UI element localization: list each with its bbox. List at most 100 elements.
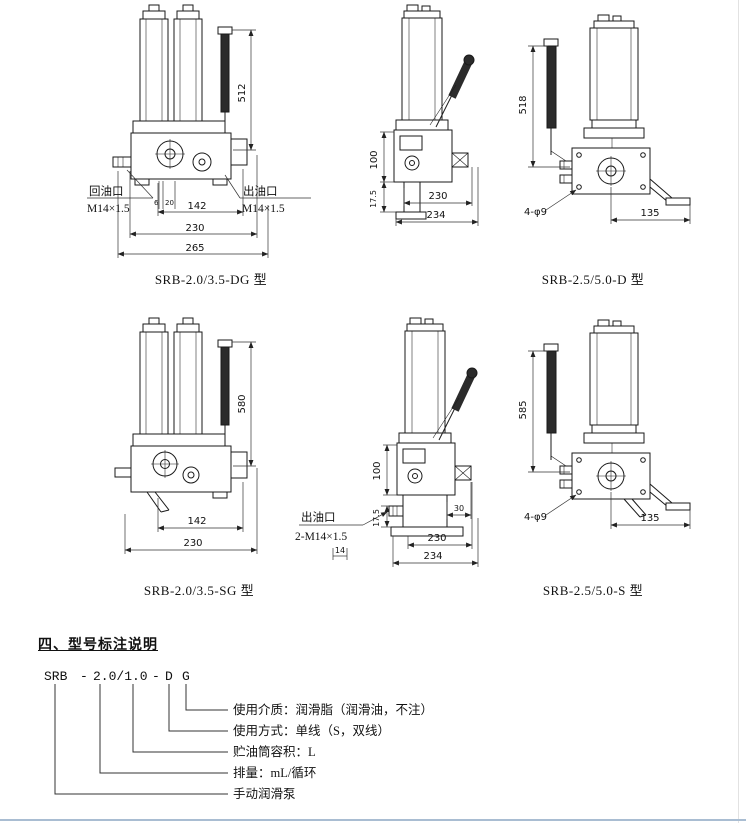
pump-outline-drawings: 512 6 20 142 230 bbox=[87, 4, 691, 598]
drawing-dg-front-view: 512 6 20 142 230 bbox=[87, 4, 311, 258]
dim-height-17-5: 17.5 bbox=[369, 181, 396, 213]
dim-width-234: 234 bbox=[395, 167, 479, 226]
return-port-callout: 回油口 M14×1.5 bbox=[87, 169, 154, 215]
note-pump-name: 手动润滑泵 bbox=[233, 787, 296, 801]
dim-height-17-5: 17.5 bbox=[372, 505, 391, 528]
code-medium: G bbox=[182, 669, 190, 684]
dim-265-label: 265 bbox=[185, 243, 204, 254]
dim-width-230: 230 bbox=[129, 155, 258, 238]
dim-230-label: 230 bbox=[185, 223, 204, 234]
pump-handle bbox=[429, 54, 475, 128]
dim-230-label: 230 bbox=[428, 191, 447, 202]
pump-body bbox=[559, 452, 651, 500]
dim-width-234: 234 bbox=[392, 518, 479, 567]
pump-body bbox=[388, 442, 472, 537]
dim-135-label: 135 bbox=[640, 208, 659, 219]
dim-small-6-20: 6 20 bbox=[154, 181, 176, 209]
reservoir-cylinder bbox=[589, 319, 639, 434]
pump-handle bbox=[543, 343, 567, 467]
outlet-port-callout: 出油口 2-M14×1.5 bbox=[295, 510, 388, 543]
dim-width-265: 265 bbox=[117, 171, 269, 258]
dim-6-label: 6 bbox=[154, 199, 159, 207]
mounting-plate bbox=[132, 433, 226, 447]
reservoir-cylinders bbox=[139, 4, 203, 122]
caption-dg: SRB-2.0/3.5-DG 型 bbox=[155, 272, 267, 287]
dim-230-label: 230 bbox=[183, 538, 202, 549]
caption-sg: SRB-2.0/3.5-SG 型 bbox=[144, 583, 254, 598]
discharge-spout bbox=[623, 498, 647, 518]
code-dash-1: - bbox=[80, 669, 88, 684]
pump-handle bbox=[217, 26, 233, 137]
pump-body bbox=[393, 129, 469, 220]
drawing-d-type-view: 518 4-φ9 135 bbox=[518, 14, 691, 224]
note-volume: 贮油筒容积：L bbox=[233, 744, 316, 759]
pump-handle bbox=[543, 38, 567, 162]
page-right-edge bbox=[738, 0, 739, 823]
return-port-thread-label: M14×1.5 bbox=[87, 203, 130, 215]
dim-234-label: 234 bbox=[423, 551, 442, 562]
mounting-plate bbox=[132, 120, 226, 134]
drawing-dg-side-view: 100 17.5 230 234 bbox=[369, 4, 479, 226]
dim-580-label: 580 bbox=[237, 394, 248, 413]
code-line-type: D bbox=[165, 669, 173, 684]
model-code-legend: SRB - 2.0/1.0 - D G 使用介质：润滑脂（润滑油，不注） 使用方… bbox=[44, 669, 433, 801]
mounting-plate bbox=[395, 119, 449, 131]
dim-step-30: 30 bbox=[446, 482, 472, 519]
mounting-bracket bbox=[649, 178, 691, 206]
drawing-sg-side-view: 100 17.5 30 出油口 2-M14×1.5 bbox=[295, 317, 479, 567]
dim-230-label: 230 bbox=[427, 533, 446, 544]
reservoir-cylinder bbox=[401, 4, 443, 121]
dim-100-label: 100 bbox=[372, 461, 383, 480]
holes-4phi9-label: 4-φ9 bbox=[524, 512, 547, 523]
dim-234-label: 234 bbox=[426, 210, 445, 221]
reservoir-cylinder bbox=[589, 14, 639, 129]
dim-width-230: 230 bbox=[407, 482, 473, 549]
outlet-port-label: 出油口 bbox=[243, 184, 278, 198]
dim-512-label: 512 bbox=[237, 83, 248, 102]
outlet-port-thread-label: M14×1.5 bbox=[242, 203, 285, 215]
bolt-holes-callout: 4-φ9 bbox=[524, 189, 577, 218]
holes-4phi9-label: 4-φ9 bbox=[524, 207, 547, 218]
page-bottom-rule bbox=[0, 819, 746, 821]
dim-height-518: 518 bbox=[518, 45, 570, 168]
pump-body bbox=[112, 132, 248, 186]
dim-width-142: 142 bbox=[157, 482, 244, 532]
dim-width-135: 135 bbox=[610, 187, 691, 224]
dim-585-label: 585 bbox=[518, 400, 529, 419]
bolt-holes-callout: 4-φ9 bbox=[524, 494, 577, 523]
drawing-sg-front-view: 580 142 230 bbox=[114, 317, 258, 554]
dim-518-label: 518 bbox=[518, 95, 529, 114]
mounting-plate bbox=[398, 432, 452, 444]
dim-height-512: 512 bbox=[232, 29, 256, 151]
return-port-label: 回油口 bbox=[89, 184, 124, 198]
dim-30-label: 30 bbox=[454, 504, 464, 513]
code-series: SRB bbox=[44, 669, 68, 684]
outlet-port-callout: 出油口 M14×1.5 bbox=[224, 174, 311, 215]
dim-142-label: 142 bbox=[187, 516, 206, 527]
dim-width-142: 142 bbox=[157, 169, 244, 216]
dim-width-135: 135 bbox=[610, 492, 691, 529]
mounting-bracket bbox=[649, 483, 691, 511]
mounting-plate bbox=[583, 432, 645, 444]
dim-height-585: 585 bbox=[518, 350, 570, 473]
model-code: SRB - 2.0/1.0 - D G bbox=[44, 669, 190, 684]
pump-body bbox=[114, 445, 248, 499]
dim-142-label: 142 bbox=[187, 201, 206, 212]
caption-d: SRB-2.5/5.0-D 型 bbox=[542, 272, 644, 287]
dim-14-label: 14 bbox=[335, 546, 345, 555]
dim-135-label: 135 bbox=[640, 513, 659, 524]
reservoir-cylinder bbox=[404, 317, 446, 434]
mounting-plate bbox=[583, 127, 645, 139]
dim-width-230: 230 bbox=[124, 468, 258, 554]
outlet-port-label: 出油口 bbox=[301, 510, 336, 524]
pump-handle bbox=[432, 367, 478, 441]
discharge-spout bbox=[146, 491, 170, 513]
pump-body bbox=[559, 147, 651, 195]
dim-offset-14: 14 bbox=[332, 546, 348, 560]
code-dash-2: - bbox=[152, 669, 160, 684]
dim-height-580: 580 bbox=[232, 341, 256, 467]
reservoir-cylinders bbox=[139, 317, 203, 435]
note-line-mode: 使用方式：单线（S，双线） bbox=[233, 723, 390, 738]
note-displacement: 排量：mL/循环 bbox=[233, 766, 316, 780]
